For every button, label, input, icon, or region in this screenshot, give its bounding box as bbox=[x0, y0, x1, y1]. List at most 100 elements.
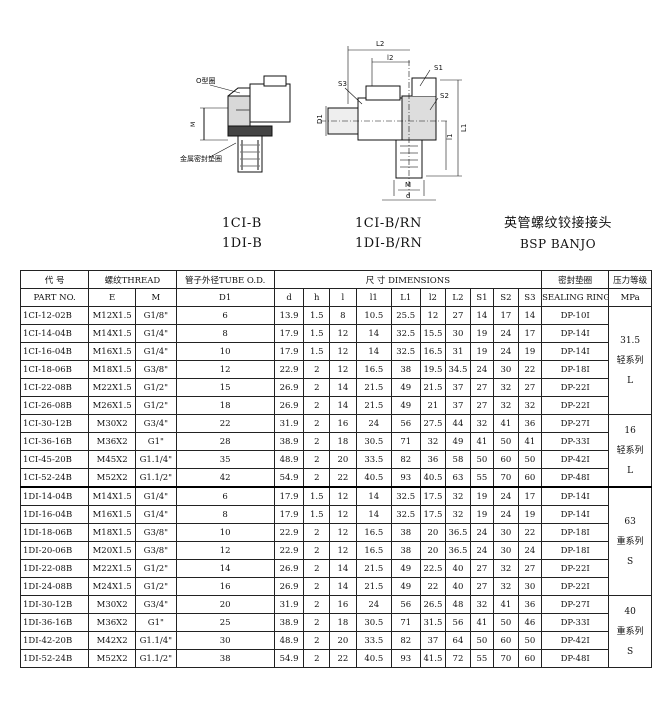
table-cell: 50 bbox=[469, 631, 495, 650]
table-cell: 12 bbox=[175, 360, 275, 379]
table-cell: G3/4" bbox=[135, 595, 177, 614]
table-cell: 12 bbox=[329, 523, 357, 542]
table-cell: 2 bbox=[303, 523, 331, 542]
table-cell: 27 bbox=[517, 378, 543, 397]
header-seal: 密封垫圈 bbox=[541, 270, 610, 289]
table-cell: 16.5 bbox=[355, 360, 392, 379]
table-cell: M36X2 bbox=[88, 613, 137, 632]
table-cell: 32 bbox=[493, 577, 519, 596]
pressure-group-line: 重系列 bbox=[616, 626, 644, 637]
table-cell: DP-42I bbox=[541, 631, 610, 650]
table-cell: 40.5 bbox=[355, 649, 392, 668]
column-header: l bbox=[329, 288, 357, 307]
table-cell: 24 bbox=[517, 541, 543, 560]
table-cell: 12 bbox=[329, 360, 357, 379]
table-cell: 2 bbox=[303, 595, 331, 614]
dim-D1-label: D1 bbox=[316, 114, 324, 124]
table-cell: M18X1.5 bbox=[88, 360, 137, 379]
table-cell: 10.5 bbox=[355, 306, 392, 325]
table-cell: 48.9 bbox=[273, 450, 305, 469]
table-cell: 56 bbox=[390, 595, 421, 614]
table-cell: 2 bbox=[303, 577, 331, 596]
table-cell: 16 bbox=[175, 577, 275, 596]
table-cell: 41 bbox=[469, 432, 495, 451]
dim-d-label: d bbox=[406, 192, 410, 200]
column-header: PART NO. bbox=[19, 288, 90, 307]
table-cell: 32.5 bbox=[390, 486, 421, 506]
table-cell: 64 bbox=[445, 631, 471, 650]
caption-left-line1: 1CI-B bbox=[222, 216, 262, 231]
table-cell: DP-10I bbox=[541, 306, 610, 325]
table-cell: 14 bbox=[329, 396, 357, 415]
table-cell: 12 bbox=[329, 342, 357, 361]
table-cell: 50 bbox=[469, 450, 495, 469]
table-cell: 22 bbox=[175, 414, 275, 433]
table-cell: 37 bbox=[445, 396, 471, 415]
table-cell: 58 bbox=[445, 450, 471, 469]
table-cell: 30 bbox=[493, 360, 519, 379]
table-cell: 19 bbox=[469, 505, 495, 524]
caption-right: 英管螺纹铰接接头 BSP BANJO bbox=[500, 214, 616, 254]
table-cell: 49 bbox=[390, 559, 421, 578]
table-cell: 30 bbox=[445, 324, 471, 343]
table-cell: 72 bbox=[445, 649, 471, 668]
table-cell: 16.5 bbox=[355, 523, 392, 542]
table-cell: 17 bbox=[517, 324, 543, 343]
table-cell: 34.5 bbox=[445, 360, 471, 379]
table-cell: 54.9 bbox=[273, 468, 305, 488]
table-cell: 24 bbox=[493, 324, 519, 343]
column-header: l2 bbox=[419, 288, 447, 307]
table-cell: 8 bbox=[329, 306, 357, 325]
table-cell: DP-14I bbox=[541, 486, 610, 506]
table-cell: M22X1.5 bbox=[88, 559, 137, 578]
table-cell: 14 bbox=[469, 306, 495, 325]
table-cell: 25 bbox=[175, 613, 275, 632]
table-cell: 32 bbox=[493, 396, 519, 415]
table-cell: 38 bbox=[175, 649, 275, 668]
table-cell: DP-48I bbox=[541, 468, 610, 488]
table-cell: 37 bbox=[419, 631, 447, 650]
part-number-cell: 1DI-22-08B bbox=[19, 559, 90, 578]
caption-middle-line1: 1CI-B/RN bbox=[355, 216, 422, 231]
table-cell: 18 bbox=[175, 396, 275, 415]
table-cell: 49 bbox=[390, 577, 421, 596]
table-cell: 30 bbox=[493, 523, 519, 542]
table-cell: 26.9 bbox=[273, 559, 305, 578]
table-cell: 82 bbox=[390, 631, 421, 650]
table-cell: 20 bbox=[419, 523, 447, 542]
table-cell: 21 bbox=[419, 396, 447, 415]
table-cell: 32 bbox=[469, 414, 495, 433]
table-cell: 41 bbox=[469, 613, 495, 632]
table-cell: 56 bbox=[445, 613, 471, 632]
table-cell: 27 bbox=[517, 559, 543, 578]
table-cell: 10 bbox=[175, 342, 275, 361]
table-cell: 12 bbox=[329, 324, 357, 343]
table-cell: DP-22I bbox=[541, 559, 610, 578]
table-cell: 20 bbox=[329, 631, 357, 650]
table-cell: 22 bbox=[329, 649, 357, 668]
caption-left: 1CI-B 1DI-B bbox=[222, 214, 262, 254]
table-cell: 17.9 bbox=[273, 342, 305, 361]
table-cell: G1.1/4" bbox=[135, 631, 177, 650]
table-cell: 22 bbox=[329, 468, 357, 488]
pressure-group-line: 重系列 bbox=[616, 536, 644, 547]
table-cell: 38 bbox=[390, 541, 421, 560]
pressure-group-line: 31.5 bbox=[620, 335, 641, 346]
table-cell: 21.5 bbox=[419, 378, 447, 397]
column-header: L1 bbox=[390, 288, 421, 307]
dim-L1-label: L1 bbox=[460, 124, 468, 132]
table-cell: G1" bbox=[135, 432, 177, 451]
table-cell: DP-14I bbox=[541, 505, 610, 524]
header-tube: 管子外径TUBE O.D. bbox=[175, 270, 275, 289]
table-cell: 14 bbox=[355, 342, 392, 361]
table-cell: DP-18I bbox=[541, 360, 610, 379]
table-cell: 26.9 bbox=[273, 378, 305, 397]
table-cell: 32.5 bbox=[390, 505, 421, 524]
table-cell: 16 bbox=[329, 595, 357, 614]
table-cell: 71 bbox=[390, 613, 421, 632]
